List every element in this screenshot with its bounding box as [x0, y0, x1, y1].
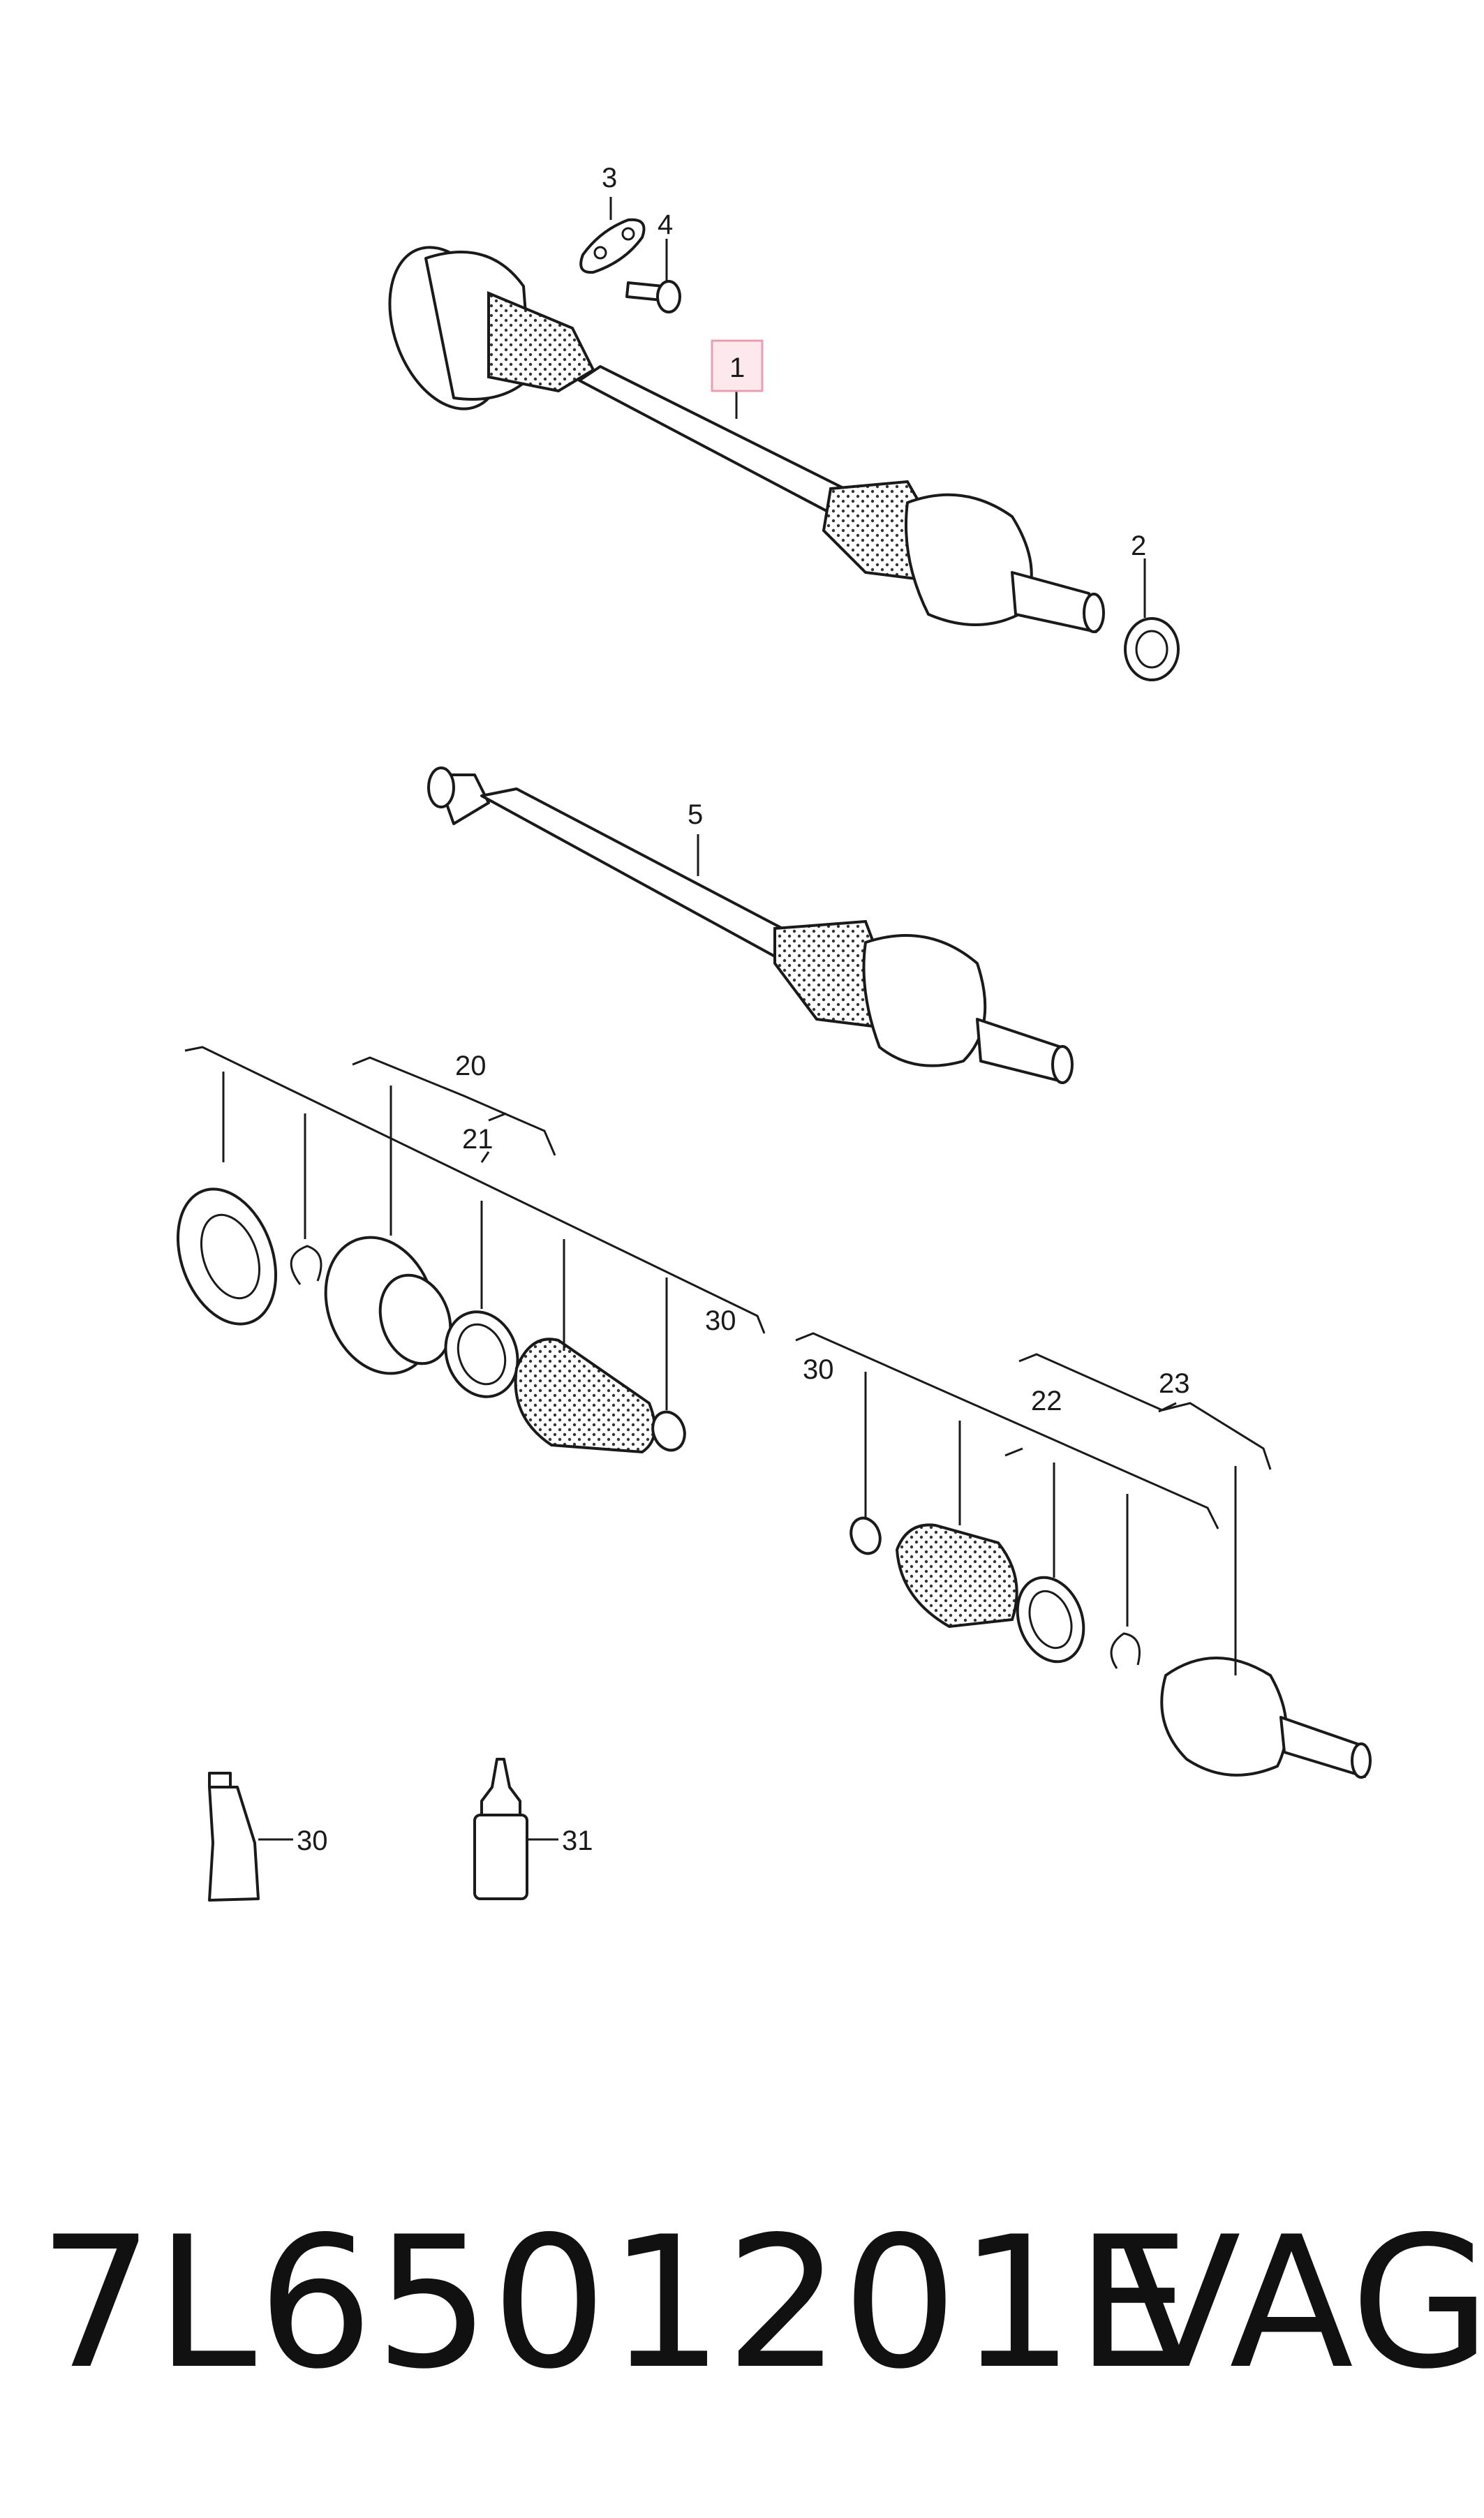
callout-31: 31 [562, 1825, 593, 1856]
callout-30-right: 30 [803, 1354, 834, 1385]
callout-23: 23 [1159, 1368, 1190, 1399]
drive-shaft-assembly [388, 246, 1105, 633]
drive-shaft-with-outer-joint [427, 766, 1074, 1084]
callout-1: 1 [729, 353, 745, 383]
collar-nut [1124, 617, 1180, 681]
callout-1-highlight [711, 339, 764, 392]
callout-4: 4 [658, 209, 673, 240]
lock-plate [579, 218, 646, 274]
callout-labels: 1 2 3 4 5 20 21 30 30 22 23 30 31 [297, 163, 1190, 1856]
callout-3: 3 [602, 163, 617, 193]
callout-2: 2 [1131, 531, 1146, 561]
bottle [473, 1758, 528, 1900]
leader-lines [184, 197, 1272, 1841]
grease-tube [208, 1772, 260, 1902]
brand-text: VAG [1117, 2198, 1484, 2409]
bolt [625, 280, 681, 313]
callout-5: 5 [688, 799, 703, 830]
part-number-text: 7L6501201E [38, 2198, 1192, 2409]
callout-22: 22 [1031, 1386, 1062, 1416]
repair-kit-right [849, 1516, 1372, 1779]
callout-21: 21 [462, 1124, 494, 1155]
callout-30-left: 30 [705, 1305, 736, 1336]
callout-20: 20 [455, 1051, 487, 1081]
callout-30-tube: 30 [297, 1825, 328, 1856]
repair-kit-left [176, 1187, 686, 1454]
